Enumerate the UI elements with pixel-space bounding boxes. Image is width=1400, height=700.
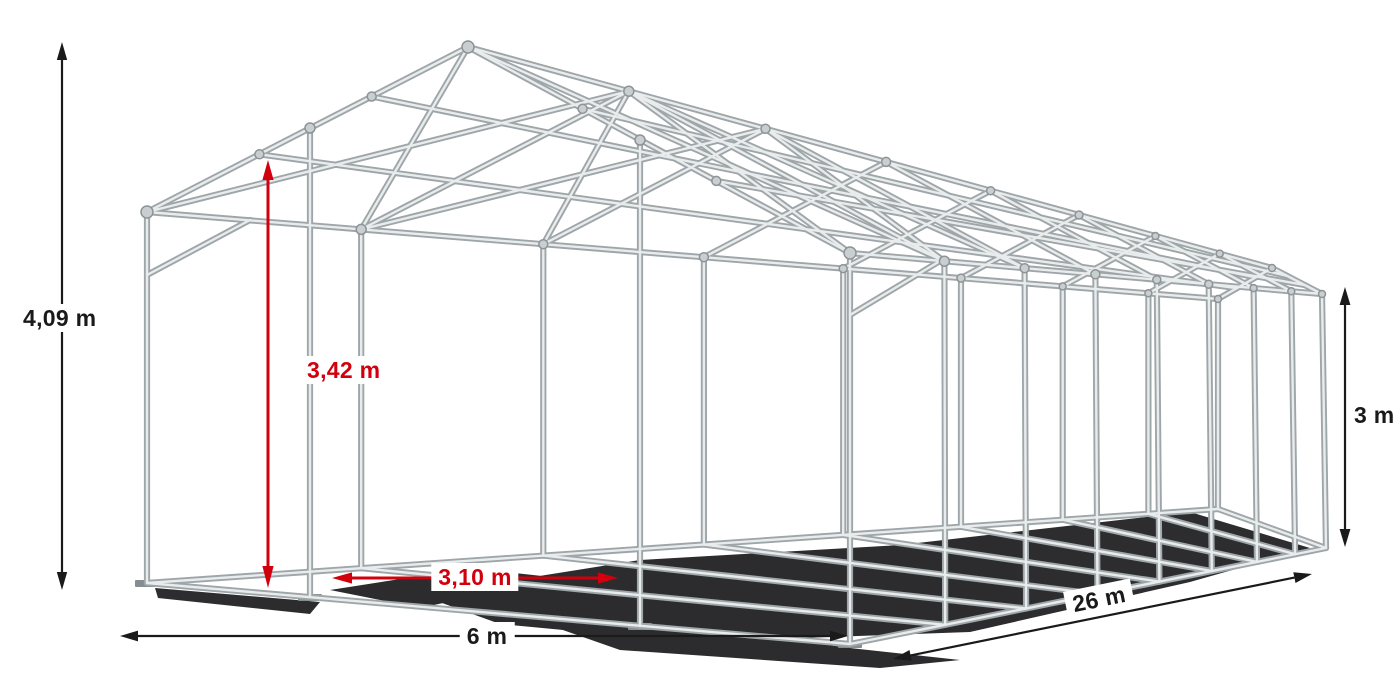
side-height-label: 3 m	[1347, 401, 1400, 429]
width-label: 6 m	[459, 622, 515, 650]
clear-width-label: 3,10 m	[431, 563, 519, 591]
clear-height-label: 3,42 m	[300, 356, 388, 384]
clear-height-arrow	[262, 160, 274, 588]
frame-joints	[140, 40, 1327, 304]
side-height-arrow	[1339, 287, 1351, 547]
total-height-label: 4,09 m	[16, 304, 104, 332]
length-arrow	[893, 572, 1312, 661]
